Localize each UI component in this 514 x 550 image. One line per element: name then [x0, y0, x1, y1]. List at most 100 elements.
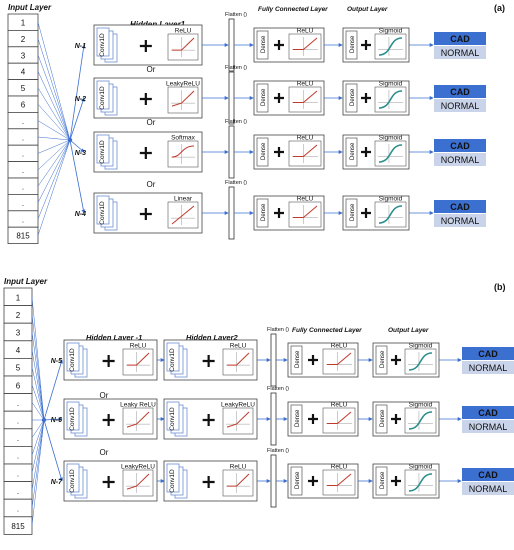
input-connection — [37, 139, 71, 220]
flatten-bar — [228, 125, 235, 179]
plus-sign — [274, 40, 284, 50]
plus-sign — [139, 40, 152, 52]
normal-label: NORMAL — [469, 422, 508, 432]
input-connection — [37, 139, 71, 154]
dense-label: Dense — [350, 35, 356, 53]
input-cell-value: . — [17, 452, 19, 461]
hidden-layer-1-title: Hidden Layer -1 — [86, 333, 142, 342]
activation-label: ReLU — [297, 196, 314, 203]
network-name: N-3 — [75, 150, 86, 157]
plot-axes — [171, 205, 195, 225]
activation-curve — [127, 352, 150, 366]
input-connection — [31, 296, 45, 421]
input-cell-value: 2 — [16, 311, 21, 320]
activation-label: ReLU — [130, 343, 147, 350]
conv1d-label: Conv1D — [99, 140, 106, 164]
flatten-label: Flatten () — [267, 448, 289, 454]
plus-sign — [361, 93, 371, 103]
flow-arrow — [69, 139, 86, 214]
fc-layer-title: Fully Connected Layer — [292, 327, 362, 334]
normal-label: NORMAL — [441, 155, 480, 165]
cad-box — [462, 347, 514, 360]
activation-curve — [171, 145, 195, 158]
output-layer-title: Output Layer — [347, 6, 388, 13]
input-cell-value: . — [17, 487, 19, 496]
dense-label: Dense — [261, 35, 267, 53]
flatten-bar — [270, 454, 277, 508]
normal-box — [462, 420, 514, 433]
input-connection — [37, 87, 71, 141]
input-cell-value: 5 — [21, 84, 26, 93]
dense-label: Dense — [350, 142, 356, 160]
plus-sign — [308, 355, 318, 365]
plus-sign — [274, 93, 284, 103]
plus-sign — [274, 208, 284, 218]
activation-label: ReLU — [175, 28, 192, 35]
cad-label: CAD — [450, 87, 470, 97]
input-connection — [37, 22, 71, 141]
plus-sign — [391, 476, 401, 486]
hidden-layer-title: Hidden Layer1 — [130, 20, 186, 29]
normal-label: NORMAL — [441, 216, 480, 226]
input-cell-value: 6 — [21, 100, 26, 109]
plus-sign — [102, 355, 115, 367]
activation-curve — [408, 411, 433, 430]
activation-label: LeakyReLU — [221, 402, 255, 409]
activation-curve — [327, 352, 352, 365]
network-name: N-5 — [51, 358, 62, 365]
input-connection — [31, 419, 45, 438]
cad-box — [462, 468, 514, 481]
flatten-bar — [270, 333, 277, 387]
cad-box — [434, 85, 486, 98]
plot-axes — [408, 352, 433, 371]
input-connection — [37, 139, 71, 187]
panel-tag: (a) — [494, 3, 505, 13]
conv-filter-sheet — [66, 342, 80, 372]
flow-arrow — [69, 97, 85, 141]
conv-filter-sheet — [96, 80, 110, 110]
activation-curve — [378, 37, 403, 56]
input-cell-value: 1 — [16, 293, 21, 302]
input-cell-value: . — [17, 469, 19, 478]
input-connection — [31, 349, 45, 421]
activation-curve — [378, 90, 403, 109]
activation-curve — [171, 90, 195, 107]
network-name: N-4 — [75, 211, 86, 218]
activation-curve — [227, 352, 250, 366]
normal-label: NORMAL — [441, 101, 480, 111]
or-label: Or — [100, 448, 109, 457]
plus-sign — [202, 355, 215, 367]
activation-curve — [227, 473, 250, 487]
plus-sign — [308, 476, 318, 486]
activation-label: Sigmoid — [379, 196, 403, 203]
plus-sign — [139, 147, 152, 159]
input-connection — [31, 419, 45, 526]
plot-axes — [378, 37, 403, 56]
dense-box — [375, 345, 388, 375]
conv-filter-sheet — [96, 27, 110, 57]
fc-layer-title: Fully Connected Layer — [258, 6, 328, 13]
input-cell-value: 815 — [16, 232, 30, 241]
input-cell-value: . — [17, 505, 19, 514]
plus-sign — [139, 93, 152, 105]
panel-tag: (b) — [494, 282, 506, 292]
input-cell-value: . — [22, 117, 24, 126]
network-name: N-1 — [75, 43, 86, 50]
activation-curve — [327, 411, 352, 424]
dense-label: Dense — [380, 350, 386, 368]
activation-plot-box — [288, 201, 322, 228]
plus-sign — [202, 476, 215, 488]
activation-curve — [327, 473, 352, 486]
dense-box — [345, 137, 358, 167]
input-cell-value: . — [17, 399, 19, 408]
input-cell-value: . — [22, 199, 24, 208]
input-cell-value: . — [17, 434, 19, 443]
dense-label: Dense — [380, 409, 386, 427]
activation-label: Sigmoid — [379, 28, 403, 35]
activation-label: Sigmoid — [409, 464, 433, 471]
activation-plot-box — [288, 86, 322, 113]
activation-label: Sigmoid — [409, 402, 433, 409]
dense-box — [345, 30, 358, 60]
dense-box — [256, 83, 269, 113]
plus-sign — [102, 476, 115, 488]
